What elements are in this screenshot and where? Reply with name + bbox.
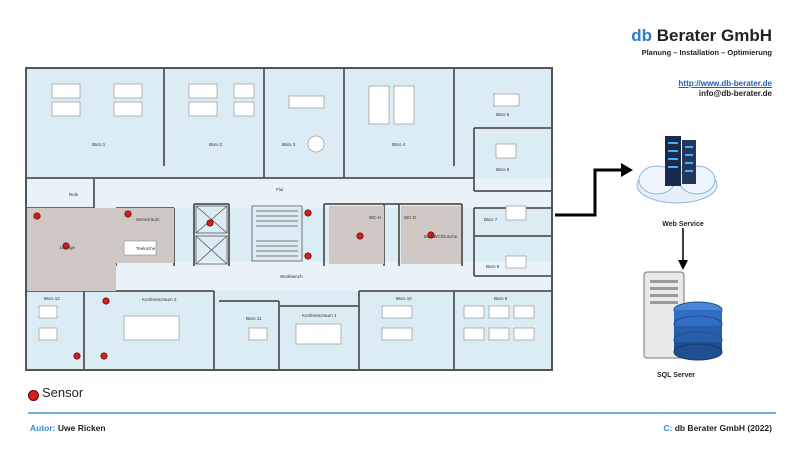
sensor <box>206 219 214 227</box>
copyright-label: C: <box>663 423 673 433</box>
room-label: Büro 3 <box>282 142 296 147</box>
brand-tagline: Planung – Installation – Optimierung <box>641 48 772 57</box>
room-label: Rule <box>69 192 79 197</box>
lounge-area <box>27 208 116 291</box>
sensor <box>356 232 364 240</box>
sensor <box>33 212 41 220</box>
room-label: Büro 1 <box>92 142 106 147</box>
connector-arrow <box>555 163 633 217</box>
footer-divider <box>28 412 776 414</box>
room-label: Büro 4 <box>392 142 406 147</box>
room-label: Büro 2 <box>209 142 223 147</box>
sensor-legend-label: Sensor <box>42 385 84 400</box>
room-label: Büro 12 <box>44 296 60 301</box>
sensor <box>62 242 70 250</box>
copyright: C: db Berater GmbH (2022) <box>663 423 772 433</box>
room-label: Flur <box>276 187 284 192</box>
author-label: Autor: <box>30 423 56 433</box>
sensor <box>102 297 110 305</box>
sensor <box>304 252 312 260</box>
sql-server-icon <box>643 271 723 361</box>
room-label: Büro 6 <box>496 167 510 172</box>
sql-server-label: SQL Server <box>656 372 695 379</box>
room-label: Konferenzraum 2 <box>142 297 177 302</box>
room-label: Büro 9 <box>494 296 508 301</box>
room-label: Konferenzraum 1 <box>302 313 337 318</box>
room-label: Teeküche <box>136 246 156 251</box>
room-label: Büro 7 <box>484 217 498 222</box>
room-label: Workbench <box>280 274 303 279</box>
author-credit: Autor: Uwe Ricken <box>30 423 106 433</box>
room-label: WC-H <box>369 215 381 220</box>
website-link[interactable]: http://www.db-berater.de <box>678 79 772 88</box>
web-service-label: Web Service <box>662 221 704 228</box>
room-label: Büro 10 <box>396 296 412 301</box>
room-label: Serverraum <box>136 217 160 222</box>
sensor <box>304 209 312 217</box>
brand-name: Berater GmbH <box>656 26 772 45</box>
brand-db: db <box>631 26 652 45</box>
copyright-text: db Berater GmbH (2022) <box>674 423 772 433</box>
room-label: Lounge <box>60 245 76 250</box>
corridor-top <box>27 178 551 208</box>
stairwell <box>195 205 303 265</box>
furniture <box>38 83 535 345</box>
room-label: WC-D <box>404 215 417 220</box>
email-address: info@db-berater.de <box>698 89 772 98</box>
company-brand: db Berater GmbH <box>631 26 772 46</box>
web-service-icon <box>636 136 718 204</box>
sensor <box>427 231 435 239</box>
sensor-legend-icon <box>28 390 39 401</box>
room-label: Büro 11 <box>246 316 262 321</box>
wc-h-room <box>329 206 384 264</box>
sensor <box>100 352 108 360</box>
sensor <box>73 352 81 360</box>
sensor <box>124 210 132 218</box>
room-label: Bad/WC/Dusche <box>424 234 458 239</box>
room-label: Büro 5 <box>496 112 510 117</box>
author-name: Uwe Ricken <box>57 423 106 433</box>
floor-plan: Büro 1 Büro 2 Büro 3 Büro 4 Büro 5 Büro … <box>25 67 553 371</box>
down-arrow <box>678 228 688 270</box>
room-label: Büro 8 <box>486 264 500 269</box>
sensors <box>33 209 435 360</box>
